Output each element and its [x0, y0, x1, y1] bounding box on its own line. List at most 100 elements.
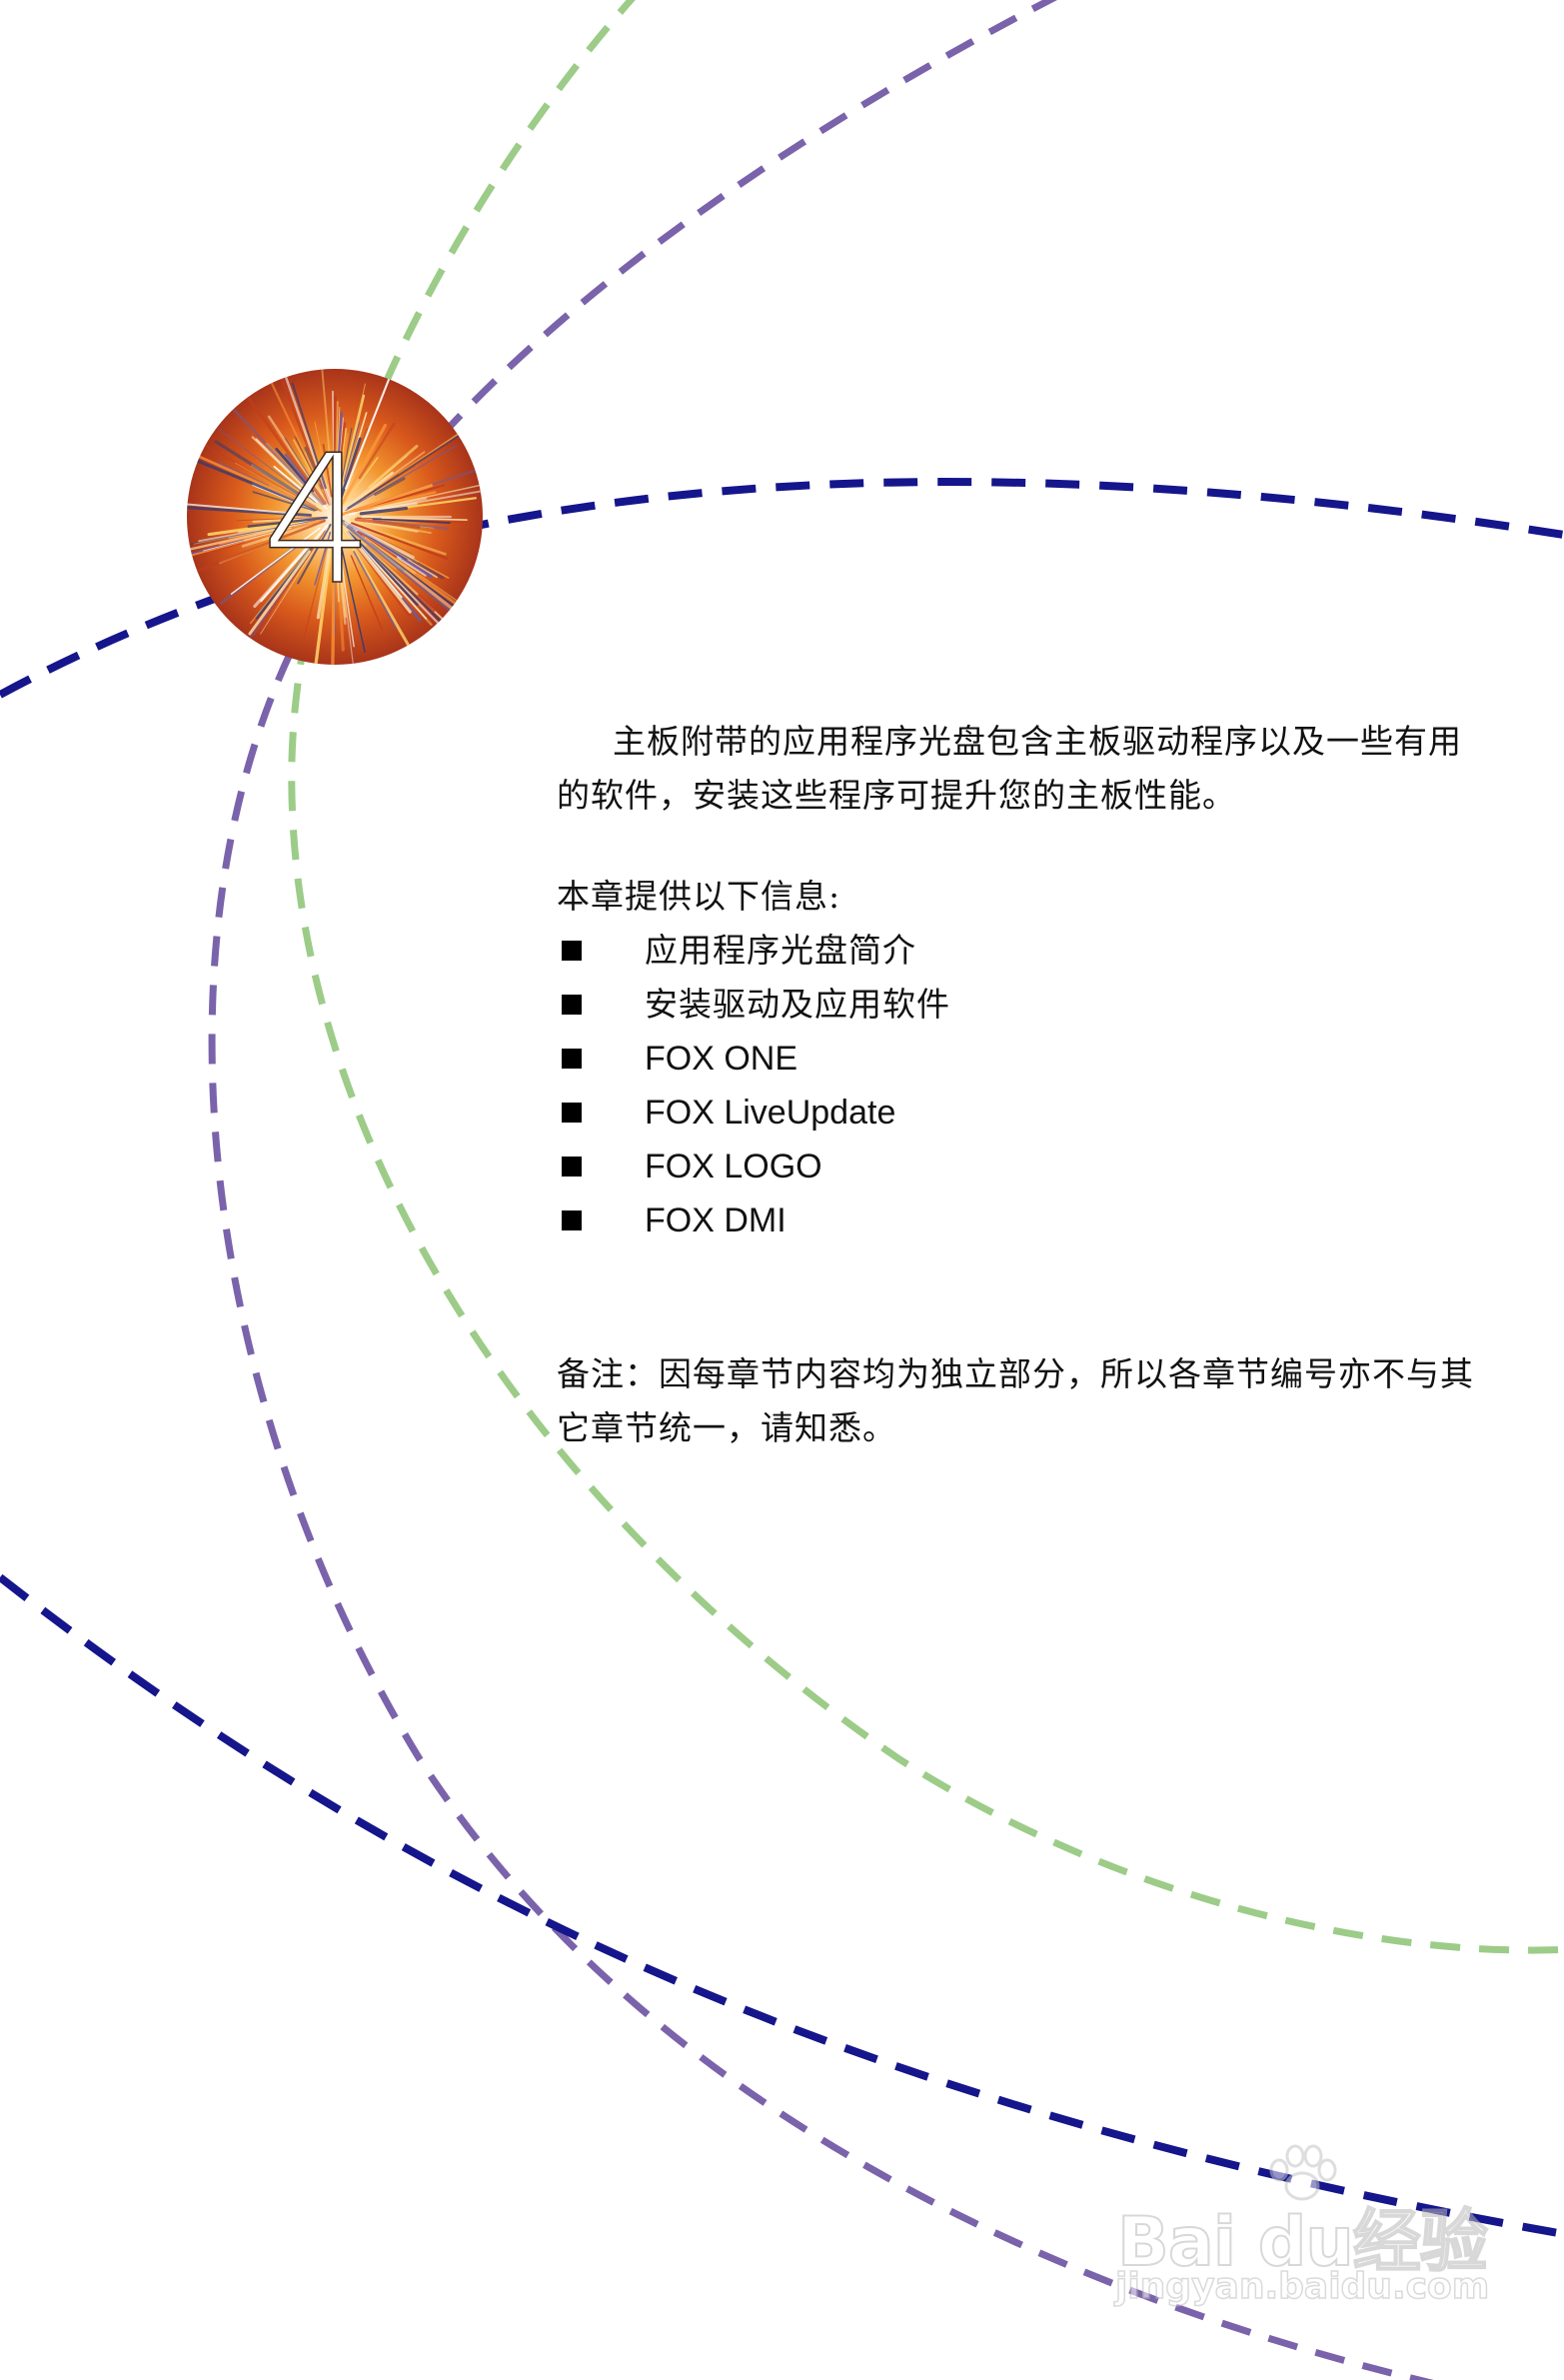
burst-ray [248, 550, 312, 636]
burst-ray [297, 523, 332, 585]
burst-ray [343, 421, 360, 483]
watermark-url: jingyan.baidu.com [1114, 2265, 1490, 2308]
burst-ray [192, 453, 323, 513]
navy-dashed-arc-upper [0, 478, 1564, 699]
burst-ray [334, 530, 340, 603]
burst-ray [218, 428, 317, 504]
square-bullet-icon [562, 1103, 582, 1123]
burst-ray [350, 555, 384, 631]
note-paragraph: 备注：因每章节内容均为独立部分，所以各章节编号亦不与其它章节统一，请知悉。 [557, 1354, 1474, 1447]
burst-ray [372, 518, 451, 524]
intro-paragraph: 主板附带的应用程序光盘包含主板驱动程序以及一些有用的软件，安装这些程序可提升您的… [557, 715, 1476, 823]
burst-ray [341, 484, 434, 516]
burst-ray [284, 453, 309, 483]
burst-ray [354, 517, 421, 530]
burst-ray [345, 445, 458, 512]
burst-ray [214, 440, 304, 499]
list-item-label: FOX DMI [645, 1201, 786, 1239]
burst-ray [292, 439, 327, 502]
list-item-label: FOX LOGO [645, 1148, 822, 1186]
burst-ray [291, 382, 327, 490]
burst-ray [232, 408, 325, 506]
burst-ray [234, 379, 327, 505]
burst-ray [335, 401, 339, 474]
square-bullet-icon [562, 995, 582, 1015]
square-bullet-icon [562, 1049, 582, 1069]
burst-ray [347, 426, 473, 510]
burst-ray [346, 526, 450, 611]
baidu-watermark: Bai du经验 jingyan.baidu.com [1107, 2144, 1490, 2319]
burst-ray [368, 444, 419, 489]
burst-ray [330, 547, 337, 665]
burst-ray [348, 471, 394, 508]
burst-ray [273, 465, 318, 503]
square-bullet-icon [562, 1210, 582, 1230]
burst-ray [355, 523, 447, 556]
burst-ray [193, 458, 319, 512]
burst-ray [345, 369, 397, 490]
burst-ray [187, 520, 317, 549]
burst-ray [344, 521, 415, 560]
chapter-number: 4 [261, 417, 374, 624]
burst-ray [260, 526, 329, 635]
paw-icon [1269, 2144, 1337, 2201]
burst-ray [345, 489, 483, 516]
burst-ray [341, 427, 353, 483]
burst-ray [197, 441, 317, 508]
burst-ray [353, 551, 398, 630]
purple-dashed-arc [208, 0, 1434, 2380]
list-item-label: 安装驱动及应用软件 [645, 985, 950, 1024]
list-item-label: FOX LiveUpdate [645, 1094, 896, 1132]
burst-ray [365, 521, 419, 533]
burst-ray [236, 516, 326, 522]
navy-dashed-arc-lower [0, 1573, 1564, 2238]
burst-ray [365, 538, 469, 614]
burst-ray [230, 527, 321, 595]
burst-ray [350, 532, 445, 626]
burst-ray [335, 552, 345, 652]
burst-ray [344, 394, 366, 475]
intro-text: 主板附带的应用程序光盘包含主板驱动程序以及一些有用的软件，安装这些程序可提升您的… [557, 722, 1462, 815]
burst-ray [337, 522, 414, 653]
burst-ray [264, 369, 321, 485]
list-item-label: FOX ONE [645, 1040, 798, 1078]
list-item: FOX ONE [557, 1032, 1476, 1086]
burst-ray [247, 516, 328, 528]
burst-ray [374, 477, 406, 496]
info-list: 应用程序光盘简介 安装驱动及应用软件 FOX ONE FOX LiveUpdat… [557, 924, 1476, 1247]
list-item: 应用程序光盘简介 [557, 924, 1476, 978]
burst-ray [376, 497, 428, 510]
burst-ray [338, 383, 366, 499]
green-dashed-arc [288, 0, 1564, 1954]
burst-ray [313, 553, 332, 665]
square-bullet-icon [562, 1157, 582, 1177]
burst-ray [203, 527, 292, 552]
list-item: FOX LiveUpdate [557, 1086, 1476, 1140]
burst-rays [187, 369, 483, 665]
burst-ray [207, 521, 297, 537]
burst-ray [344, 529, 412, 614]
burst-ray [253, 530, 326, 637]
burst-ray [358, 422, 396, 480]
burst-ray [284, 437, 313, 482]
burst-ray [359, 506, 409, 516]
burst-ray [253, 546, 310, 608]
burst-ray [361, 546, 428, 620]
watermark-brand: Bai du经验 [1116, 2202, 1489, 2283]
square-bullet-icon [562, 941, 582, 961]
burst-ray [251, 436, 323, 506]
burst-ray [187, 501, 292, 515]
burst-ray [337, 437, 362, 506]
burst-ray [314, 531, 332, 586]
chapter-badge: 4 [187, 369, 483, 665]
burst-ray [241, 523, 313, 548]
burst-ray [348, 529, 419, 596]
burst-ray [322, 444, 333, 498]
list-item: FOX DMI [557, 1193, 1476, 1247]
list-item: FOX LOGO [557, 1140, 1476, 1193]
chapter-content: 主板附带的应用程序光盘包含主板驱动程序以及一些有用的软件，安装这些程序可提升您的… [557, 715, 1476, 1455]
burst-ray [351, 455, 408, 504]
list-item-label: 应用程序光盘简介 [645, 931, 916, 970]
burst-ray [340, 424, 387, 506]
